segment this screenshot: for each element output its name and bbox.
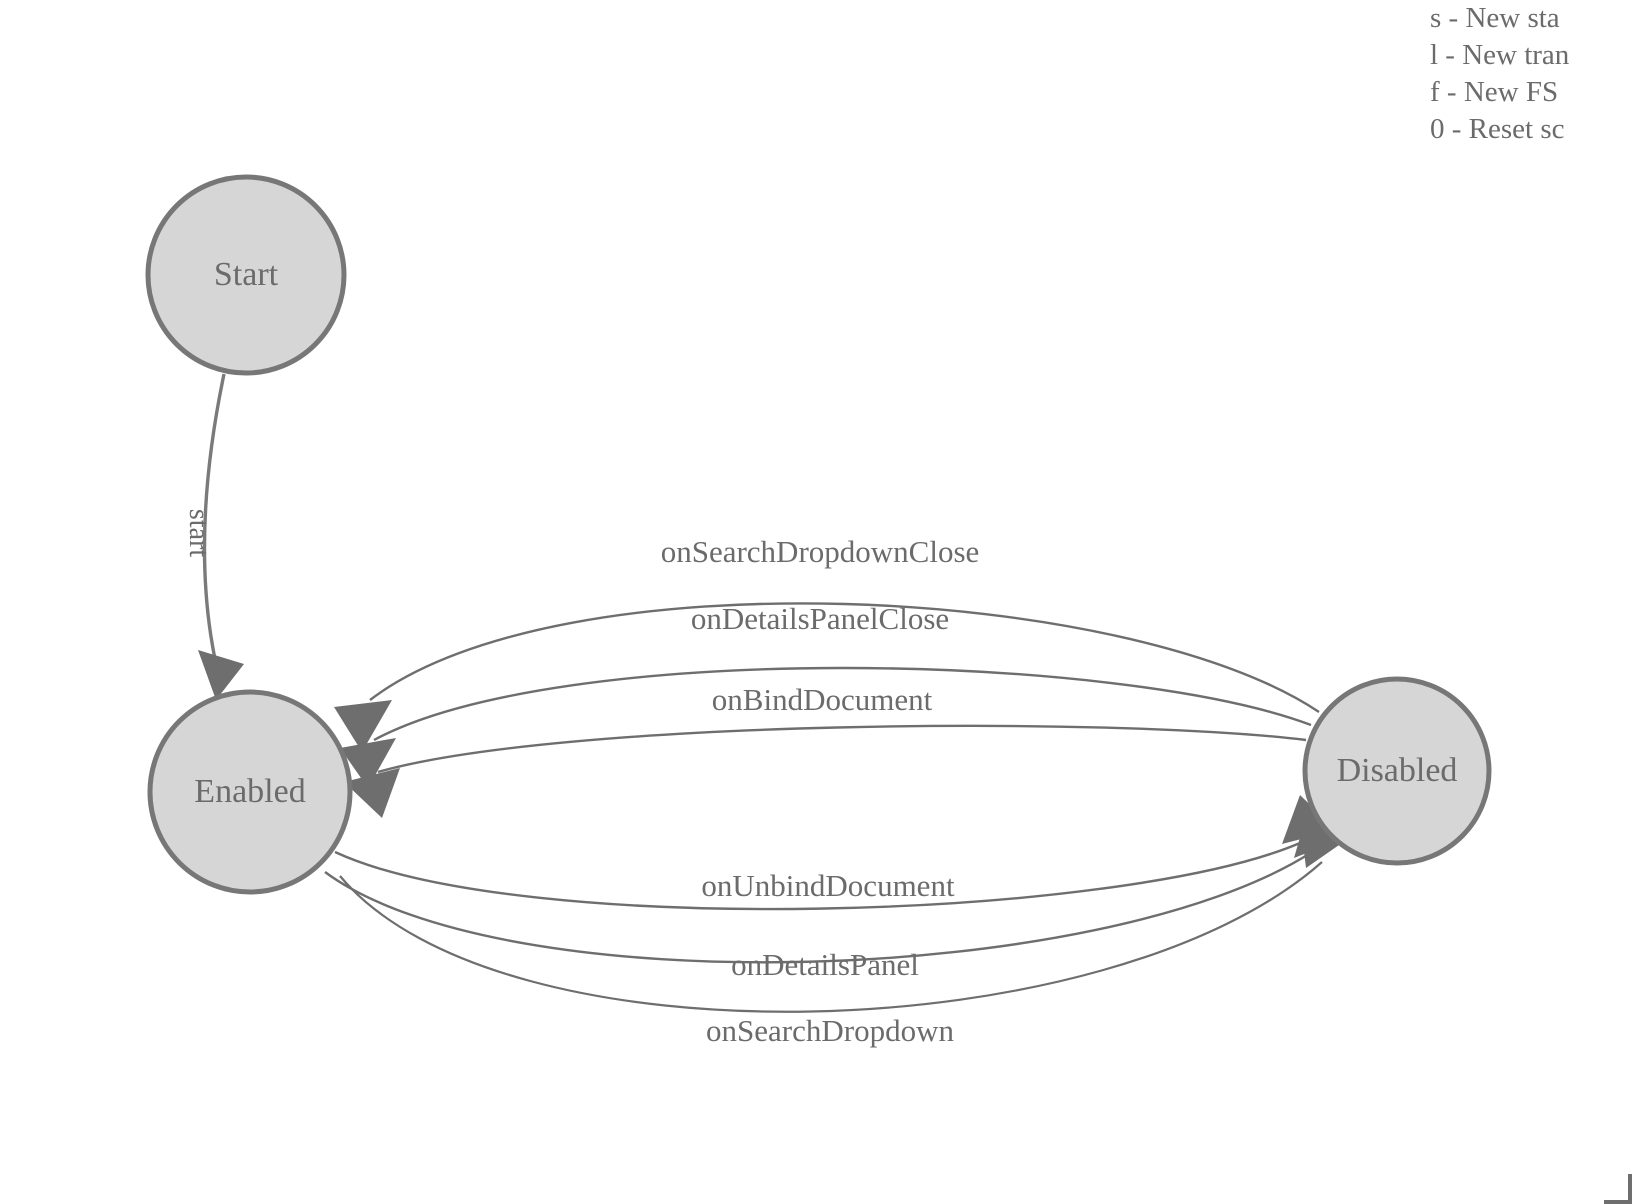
transition-on-unbind-document-label: onUnbindDocument [701,868,955,903]
state-node-disabled[interactable]: Disabled [1302,676,1492,866]
transition-on-search-dropdown-close-label: onSearchDropdownClose [661,534,980,569]
transition-on-bind-document-label: onBindDocument [712,682,933,717]
transition-start-arrowhead [198,650,244,700]
transition-on-unbind-document-path [334,841,1301,911]
transition-on-search-dropdown-close-arrowhead [334,700,392,752]
transition-on-search-dropdown-close-path [369,602,1320,713]
state-node-enabled-circle[interactable] [147,689,353,895]
transition-on-bind-document-path [377,724,1307,774]
transition-on-details-panel-close-label: onDetailsPanelClose [691,601,949,636]
transition-on-search-dropdown[interactable]: onSearchDropdown [339,818,1352,1048]
transition-on-details-panel-close-arrowhead [340,738,396,788]
state-node-start[interactable]: Start [145,174,347,376]
transition-on-bind-document-arrowhead [344,768,400,818]
transition-on-bind-document[interactable]: onBindDocument [344,682,1307,818]
transition-on-details-panel-close-path [373,666,1312,742]
state-node-disabled-circle[interactable] [1302,676,1492,866]
transition-start-path [202,373,226,665]
transition-start[interactable]: start [183,373,244,700]
transition-on-details-panel-path [324,850,1313,964]
state-node-disabled-label: Disabled [1337,752,1458,789]
state-node-start-circle[interactable] [145,174,347,376]
transition-start-label: start [183,509,214,557]
transition-on-details-panel-close[interactable]: onDetailsPanelClose [340,601,1312,788]
transition-on-search-dropdown-arrowhead [1300,818,1352,868]
transition-on-unbind-document[interactable]: onUnbindDocument [334,795,1336,911]
state-node-enabled[interactable]: Enabled [147,689,353,895]
state-node-start-label: Start [214,256,279,293]
transition-on-search-dropdown-label: onSearchDropdown [706,1013,954,1048]
resize-corner-handle[interactable] [1604,1174,1632,1204]
transition-on-details-panel-label: onDetailsPanel [731,947,919,982]
transition-on-search-dropdown-path [339,861,1323,1013]
state-node-enabled-label: Enabled [194,773,305,810]
transition-on-search-dropdown-close[interactable]: onSearchDropdownClose [334,534,1320,752]
